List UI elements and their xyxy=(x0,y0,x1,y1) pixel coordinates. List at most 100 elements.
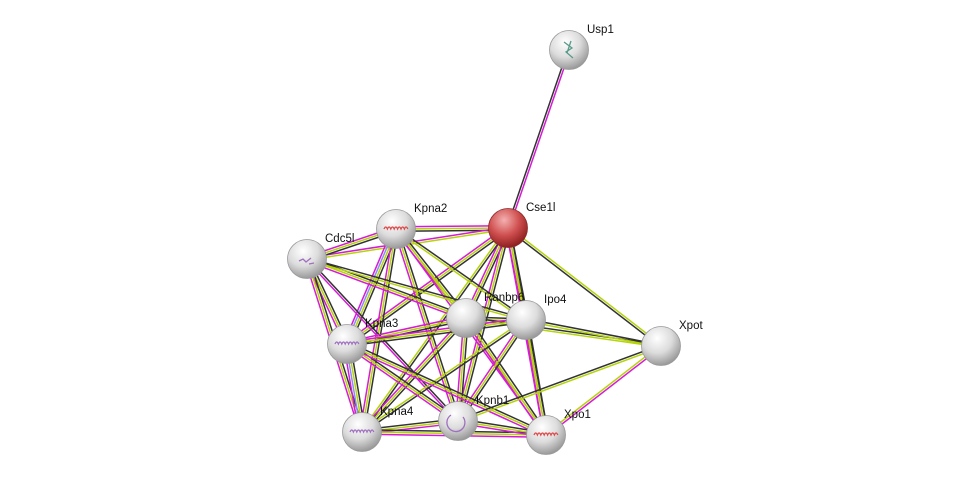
edge-line-text xyxy=(361,228,397,433)
edge-ipo4-kpna4[interactable] xyxy=(360,318,528,434)
edge-line-exp xyxy=(393,229,457,422)
edge-line-text xyxy=(347,229,398,345)
edge-line-text xyxy=(544,344,661,435)
edge-ipo4-xpot[interactable] xyxy=(525,318,662,348)
node-label: Kpna4 xyxy=(380,406,414,418)
edge-cdc5l-ipo4[interactable] xyxy=(306,257,527,322)
edge-line-exp xyxy=(346,315,466,343)
edge-line-exp xyxy=(305,260,466,321)
edge-line-coexp xyxy=(467,316,549,435)
node-cdc5l[interactable]: Cdc5l xyxy=(287,233,355,279)
edge-ranbp6-xpo1[interactable] xyxy=(463,316,549,437)
structure-icon xyxy=(446,414,466,433)
edge-line-coexp xyxy=(347,229,510,347)
node-usp1[interactable]: Usp1 xyxy=(549,24,614,70)
edge-line-text xyxy=(306,259,526,322)
edge-ipo4-kpnb1[interactable] xyxy=(455,318,529,423)
node-sphere xyxy=(327,324,367,364)
node-kpna4[interactable]: Kpna4 xyxy=(342,406,414,452)
edge-line-coexp xyxy=(307,256,468,317)
edge-line-coexp xyxy=(526,318,662,346)
node-ranbp6[interactable]: Ranbp6 xyxy=(446,292,525,338)
edge-line-coexp xyxy=(506,228,661,348)
node-kpna3[interactable]: Kpna3 xyxy=(327,318,399,364)
edge-line-coexp xyxy=(307,257,527,320)
node-sphere xyxy=(488,208,528,248)
node-label: Ranbp6 xyxy=(484,292,524,304)
edge-line-db xyxy=(345,228,396,344)
edge-line-coexp xyxy=(347,341,548,434)
edge-line-coexp xyxy=(506,49,569,228)
node-kpna2[interactable]: Kpna2 xyxy=(376,203,448,249)
edge-line-exp xyxy=(346,317,526,343)
edge-line-exp xyxy=(345,345,546,438)
node-xpot[interactable]: Xpot xyxy=(641,320,704,366)
node-ipo4[interactable]: Ipo4 xyxy=(506,294,567,340)
edge-line-text xyxy=(394,229,526,322)
node-label: Ipo4 xyxy=(544,294,567,306)
node-sphere xyxy=(287,239,327,279)
edge-line-coexp xyxy=(362,320,528,434)
node-sphere xyxy=(342,412,382,452)
edge-line-coexp xyxy=(362,228,510,434)
node-label: Kpnb1 xyxy=(476,395,509,407)
edge-line-coexp xyxy=(363,229,399,433)
node-sphere xyxy=(506,300,546,340)
edge-cse1l-xpot[interactable] xyxy=(506,226,663,348)
structure-icon xyxy=(334,341,360,346)
edge-line-exp xyxy=(359,228,395,432)
edge-line-coexp xyxy=(396,227,528,320)
edge-kpna2-kpna3[interactable] xyxy=(343,227,400,346)
node-sphere xyxy=(446,298,486,338)
edge-line-exp xyxy=(508,50,571,229)
edge-line-exp xyxy=(455,318,525,421)
edge-line-text xyxy=(360,318,526,432)
edge-line-text xyxy=(346,227,509,345)
edge-line-text xyxy=(346,343,459,422)
node-sphere xyxy=(376,209,416,249)
edge-cse1l-kpna3[interactable] xyxy=(345,225,510,347)
edge-line-text xyxy=(525,320,661,348)
edge-kpnb1-xpot[interactable] xyxy=(457,344,662,423)
node-label: Cdc5l xyxy=(325,233,354,245)
node-sphere xyxy=(438,401,478,441)
edge-line-coexp xyxy=(466,316,662,346)
edge-ipo4-kpna3[interactable] xyxy=(346,317,527,347)
edge-line-text xyxy=(346,343,547,436)
edge-line-coexp xyxy=(457,344,661,421)
edge-xpo1-xpot[interactable] xyxy=(544,344,663,437)
edge-line-text xyxy=(508,226,663,346)
node-cse1l[interactable]: Cse1l xyxy=(488,202,556,248)
edge-line-text xyxy=(458,346,662,423)
node-sphere xyxy=(641,326,681,366)
edge-kpna2-ipo4[interactable] xyxy=(394,227,528,322)
edge-line-coexp xyxy=(459,320,529,423)
node-label: Xpo1 xyxy=(564,409,591,421)
edge-kpna3-xpo1[interactable] xyxy=(345,341,548,438)
edge-line-exp xyxy=(305,259,458,423)
structure-icon xyxy=(383,226,409,231)
edge-line-text xyxy=(457,319,527,422)
edge-kpna2-kpna4[interactable] xyxy=(359,228,399,433)
node-label: Kpna3 xyxy=(365,318,398,330)
edge-line-exp xyxy=(546,346,663,437)
edge-line-text xyxy=(465,317,547,436)
structure-icon xyxy=(533,432,559,437)
node-kpnb1[interactable]: Kpnb1 xyxy=(438,395,510,441)
structure-icon xyxy=(298,257,315,265)
structure-icon xyxy=(563,40,574,59)
node-sphere xyxy=(526,415,566,455)
edge-line-text xyxy=(306,258,467,319)
edge-line-text xyxy=(346,319,527,345)
structure-icon xyxy=(349,429,375,434)
node-label: Usp1 xyxy=(587,24,614,36)
edge-cdc5l-ranbp6[interactable] xyxy=(305,256,468,321)
node-label: Xpot xyxy=(679,320,703,332)
edge-line-exp xyxy=(345,345,458,424)
node-label: Cse1l xyxy=(526,202,555,214)
edge-usp1-cse1l[interactable] xyxy=(506,49,571,229)
edge-line-coexp xyxy=(347,321,527,347)
node-xpo1[interactable]: Xpo1 xyxy=(526,409,591,455)
